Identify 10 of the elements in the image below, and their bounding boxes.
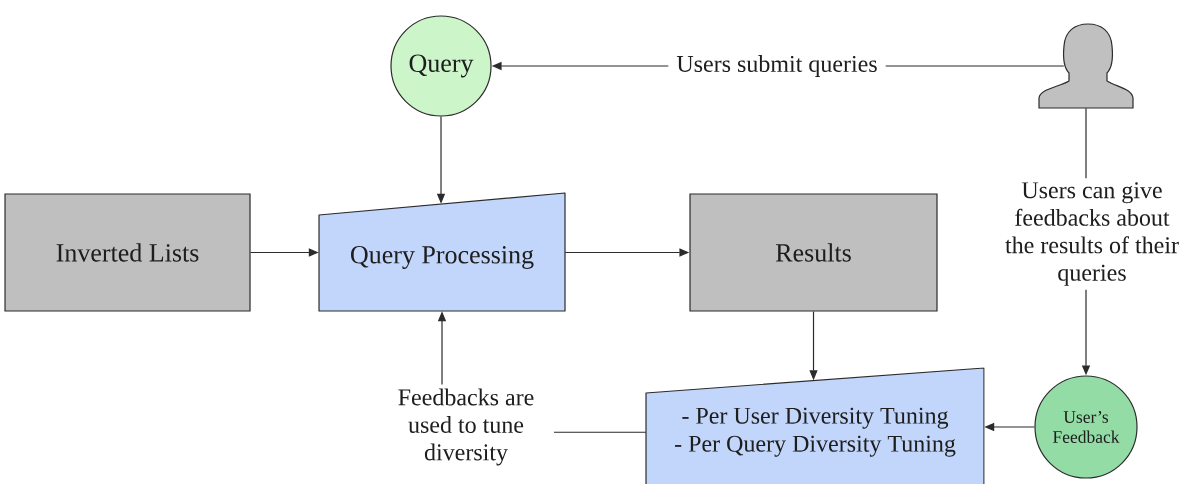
- edge-label: Feedbacks are used to tune diversity: [378, 384, 554, 470]
- process-box: Inverted Lists: [4, 193, 251, 312]
- trapezoid-box: Query Processing: [318, 192, 566, 312]
- circle-node: User’s Feedback: [1034, 375, 1138, 479]
- person-silhouette: [1038, 23, 1134, 109]
- circle-node: Query: [390, 15, 492, 117]
- trapezoid-box: - Per User Diversity Tuning - Per Query Diversity Tuning: [645, 367, 985, 484]
- edge-label: Users can give feedbacks about the results of their queries: [990, 178, 1188, 290]
- edge-label: Users submit queries: [668, 51, 886, 81]
- process-box: Results: [689, 193, 938, 312]
